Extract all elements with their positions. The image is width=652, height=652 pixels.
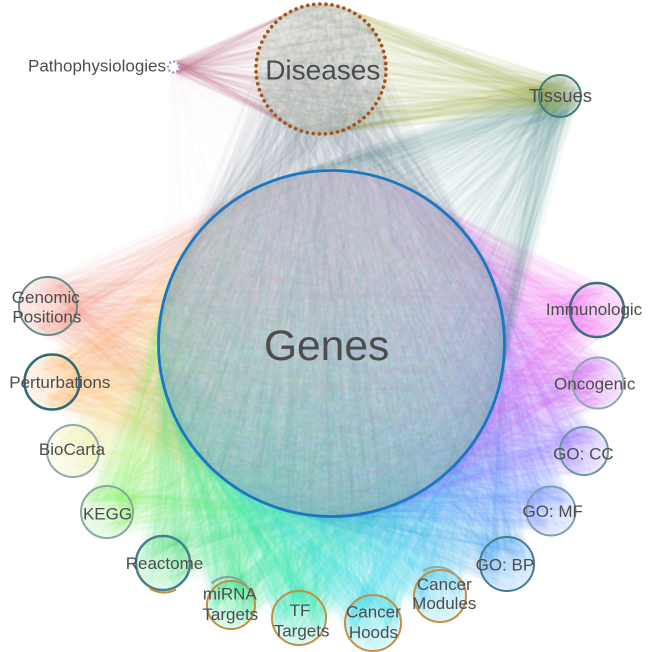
svg-text:Oncogenic: Oncogenic [554,375,636,394]
svg-text:TF: TF [290,601,311,620]
svg-text:Targets: Targets [274,622,330,641]
svg-text:Genes: Genes [264,323,389,370]
svg-text:Perturbations: Perturbations [9,373,110,392]
svg-text:miRNA: miRNA [203,584,257,603]
svg-text:Positions: Positions [12,308,81,327]
svg-text:Reactome: Reactome [126,554,203,573]
svg-text:Immunologic: Immunologic [546,300,643,319]
svg-text:Genomic: Genomic [12,288,81,307]
svg-text:Cancer: Cancer [346,602,401,621]
svg-text:Cancer: Cancer [417,575,472,594]
svg-text:Tissues: Tissues [529,85,592,106]
svg-text:Targets: Targets [202,605,258,624]
svg-text:GO: CC: GO: CC [553,445,613,464]
svg-text:Hoods: Hoods [349,623,398,642]
svg-text:BioCarta: BioCarta [39,440,106,459]
svg-text:GO: BP: GO: BP [476,556,535,575]
svg-text:Diseases: Diseases [265,54,380,85]
svg-text:Pathophysiologies: Pathophysiologies [28,57,166,76]
svg-text:Modules: Modules [412,594,476,613]
svg-text:GO: MF: GO: MF [522,502,582,521]
svg-text:KEGG: KEGG [83,504,132,523]
